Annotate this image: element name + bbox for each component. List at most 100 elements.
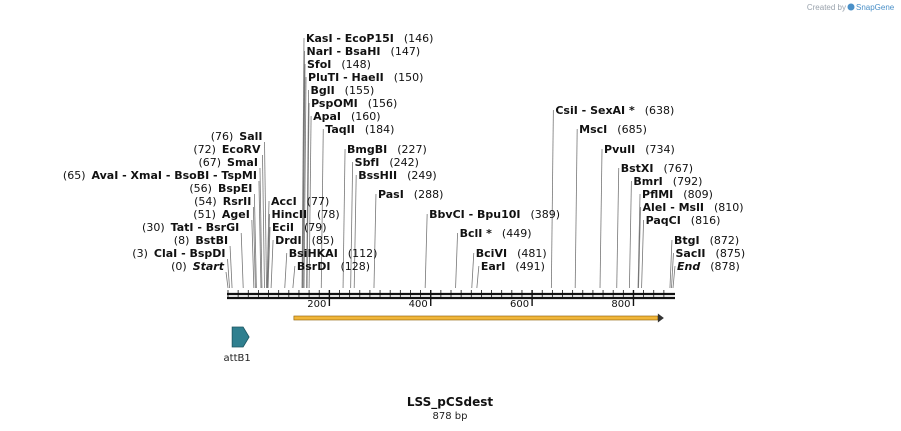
restriction-site[interactable]: PaqCI(816) [646, 214, 721, 227]
site-position: (734) [645, 143, 675, 156]
restriction-site[interactable]: KasI - EcoP15I(146) [306, 32, 433, 45]
site-position: (184) [365, 123, 395, 136]
restriction-site[interactable]: DrdI(85) [275, 234, 334, 247]
site-position: (481) [517, 247, 547, 260]
restriction-site[interactable]: (0)Start [171, 260, 225, 273]
site-name: HincII [272, 208, 308, 221]
site-name: EcoRV [222, 143, 261, 156]
restriction-site[interactable]: HincII (78) [272, 208, 340, 221]
restriction-site[interactable]: BciVI (481) [476, 247, 547, 260]
restriction-site[interactable]: NarI - BsaHI(147) [307, 45, 421, 58]
site-name: ClaI - BspDI [154, 247, 226, 260]
site-leader [373, 193, 377, 289]
site-position: (67) [198, 156, 221, 169]
site-position: (54) [194, 195, 217, 208]
restriction-site[interactable]: (76)SalI [211, 130, 263, 143]
site-leader [229, 245, 233, 289]
restriction-site[interactable]: TaqII(184) [325, 123, 394, 136]
site-position: (78) [317, 208, 340, 221]
restriction-site[interactable]: PvuII (734) [604, 143, 675, 156]
site-position: (112) [348, 247, 378, 260]
restriction-site[interactable]: PluTI - HaeII(150) [308, 71, 423, 84]
site-leader [292, 265, 296, 289]
restriction-site[interactable]: SbfI(242) [355, 156, 419, 169]
site-name: BssHII [358, 169, 397, 182]
restriction-site[interactable]: BclI *(449) [460, 227, 532, 240]
feature-attb1[interactable]: attB1 [224, 326, 251, 364]
restriction-site[interactable]: PflMI(809) [642, 188, 713, 201]
site-name: BciVI [476, 247, 507, 260]
restriction-site[interactable]: AccI(77) [271, 195, 329, 208]
site-position: (30) [142, 221, 165, 234]
restriction-site[interactable]: BtgI(872) [674, 234, 739, 247]
restriction-site[interactable]: EciI(79) [272, 221, 327, 234]
restriction-site[interactable]: (51)AgeI [193, 208, 250, 221]
site-leader [638, 206, 641, 289]
site-name: SmaI [227, 156, 258, 169]
site-leader [350, 161, 354, 289]
restriction-site[interactable]: SacII(875) [675, 247, 745, 260]
site-position: (8) [174, 234, 190, 247]
site-leader [306, 89, 309, 289]
site-position: (227) [397, 143, 427, 156]
site-leader [672, 265, 676, 289]
feature-arrow-icon [231, 326, 250, 348]
restriction-site[interactable]: BmrI (792) [633, 175, 702, 188]
site-name: End [677, 260, 700, 273]
site-leader [669, 239, 673, 289]
site-leader [259, 167, 263, 289]
site-name: MscI [579, 123, 607, 136]
restriction-site[interactable]: ApaI(160) [313, 110, 381, 123]
restriction-site[interactable]: BglI(155) [311, 84, 375, 97]
restriction-site[interactable]: BssHII(249) [358, 169, 436, 182]
site-leader [303, 76, 307, 289]
site-name: BsiHKAI [289, 247, 338, 260]
restriction-site[interactable]: PasI(288) [378, 188, 443, 201]
restriction-site[interactable]: BmgBI(227) [347, 143, 427, 156]
site-name: SbfI [355, 156, 380, 169]
restriction-site[interactable]: BsiHKAI (112) [289, 247, 378, 260]
restriction-site[interactable]: PspOMI(156) [311, 97, 397, 110]
restriction-site[interactable]: BbvCI - Bpu10I(389) [429, 208, 560, 221]
restriction-site[interactable]: BstXI(767) [621, 162, 693, 175]
site-leader [476, 265, 480, 289]
features: attB1 [224, 313, 664, 364]
site-name: TatI - BsrGI [171, 221, 240, 234]
restriction-site[interactable]: BsrDI(128) [297, 260, 370, 273]
site-leader [264, 141, 267, 289]
site-leader [251, 219, 255, 289]
site-name: BmrI [633, 175, 662, 188]
site-leader [267, 226, 271, 289]
restriction-site[interactable]: (3)ClaI - BspDI [132, 247, 225, 260]
restriction-site[interactable]: (30) TatI - BsrGI [142, 221, 239, 234]
restriction-site[interactable]: CsiI - SexAI *(638) [555, 104, 674, 117]
site-position: (150) [394, 71, 424, 84]
restriction-site[interactable]: (65)AvaI - XmaI - BsoBI - TspMI [63, 169, 257, 182]
restriction-site[interactable]: (56)BspEI [189, 182, 252, 195]
credit-prefix: Created by [807, 3, 846, 12]
restriction-site[interactable]: SfoI(148) [307, 58, 371, 71]
site-position: (51) [193, 208, 216, 221]
site-leader [455, 232, 458, 289]
site-leader [616, 167, 620, 289]
restriction-site[interactable]: (54)RsrII [194, 195, 251, 208]
feature-orf[interactable] [293, 313, 664, 323]
restriction-site[interactable]: (72)EcoRV [193, 143, 261, 156]
site-name: BsrDI [297, 260, 331, 273]
restriction-site[interactable]: MscI(685) [579, 123, 647, 136]
site-leader [227, 258, 230, 289]
restriction-site[interactable]: EarI(491) [481, 260, 545, 273]
site-position: (792) [673, 175, 703, 188]
restriction-site[interactable]: End(878) [677, 260, 740, 273]
site-position: (65) [63, 169, 86, 182]
ruler-tick-label: 600 [510, 299, 529, 310]
site-name: PvuII [604, 143, 635, 156]
restriction-site[interactable]: AleI - MslI(810) [643, 201, 744, 214]
restriction-site[interactable]: (8)BstBI [174, 234, 228, 247]
site-position: (155) [345, 84, 375, 97]
site-leader [637, 193, 641, 289]
site-leader-lines [225, 37, 676, 289]
site-position: (56) [189, 182, 212, 195]
restriction-site[interactable]: (67) SmaI [198, 156, 258, 169]
